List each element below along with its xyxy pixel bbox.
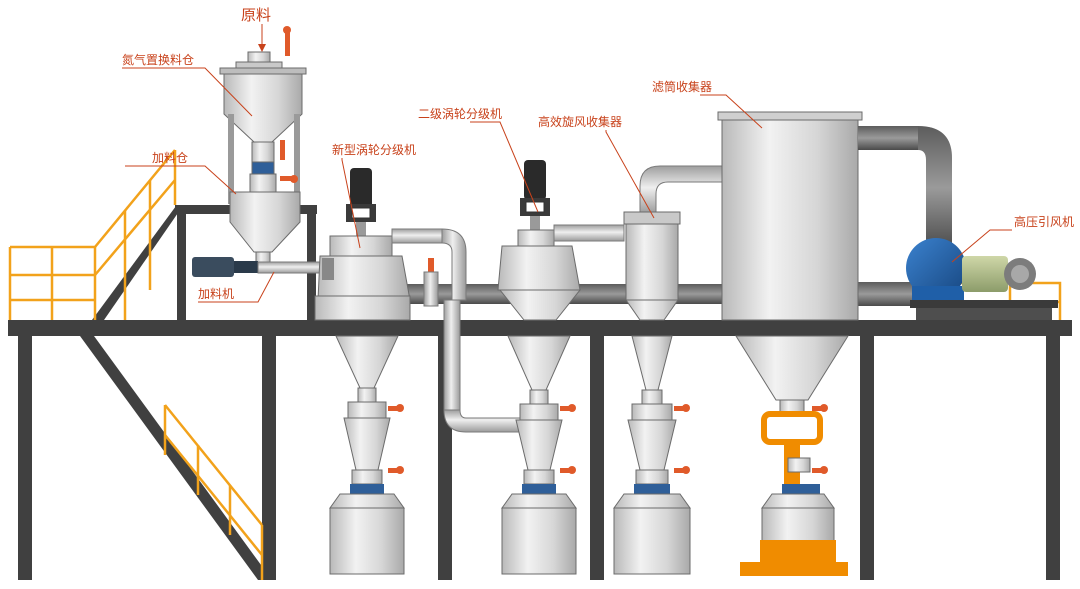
fan-duct [858,126,952,250]
transfer-pipe [443,299,521,433]
feeder-machine [192,257,331,277]
label-feed-bin: 加料仓 [152,151,188,165]
callout-leaders [122,24,1012,303]
valve-handle-icon [285,28,290,56]
support-frame [761,411,823,445]
safety-railing [8,149,1062,580]
motor-icon [962,256,1008,292]
label-fan: 高压引风机 [1014,214,1074,229]
new-turbo-classifier [314,168,467,575]
cartridge-filter-collector [717,111,863,576]
high-pressure-fan [906,238,1058,320]
label-new-classifier: 新型涡轮分级机 [332,142,416,157]
label-cyclone: 高效旋风收集器 [538,114,622,129]
label-second-classifier: 二级涡轮分级机 [418,107,502,121]
nitrogen-replacement-bin [219,26,307,204]
fan-icon [906,238,966,298]
label-nitrogen-bin: 氮气置换料仓 [122,52,194,67]
label-feeder: 加料机 [198,287,234,301]
feed-bin [229,161,301,265]
motor-icon [350,168,372,208]
motor-icon [524,160,546,200]
label-bag-filter: 滤筒收集器 [652,79,712,94]
label-raw-material: 原料 [241,6,271,24]
second-turbo-classifier [497,160,625,575]
cyclone-collector [613,165,723,575]
callout-labels: 原料 氮气置换料仓 加料仓 加料机 新型涡轮分级机 二级涡轮分级机 高效旋风收集… [122,6,1074,301]
